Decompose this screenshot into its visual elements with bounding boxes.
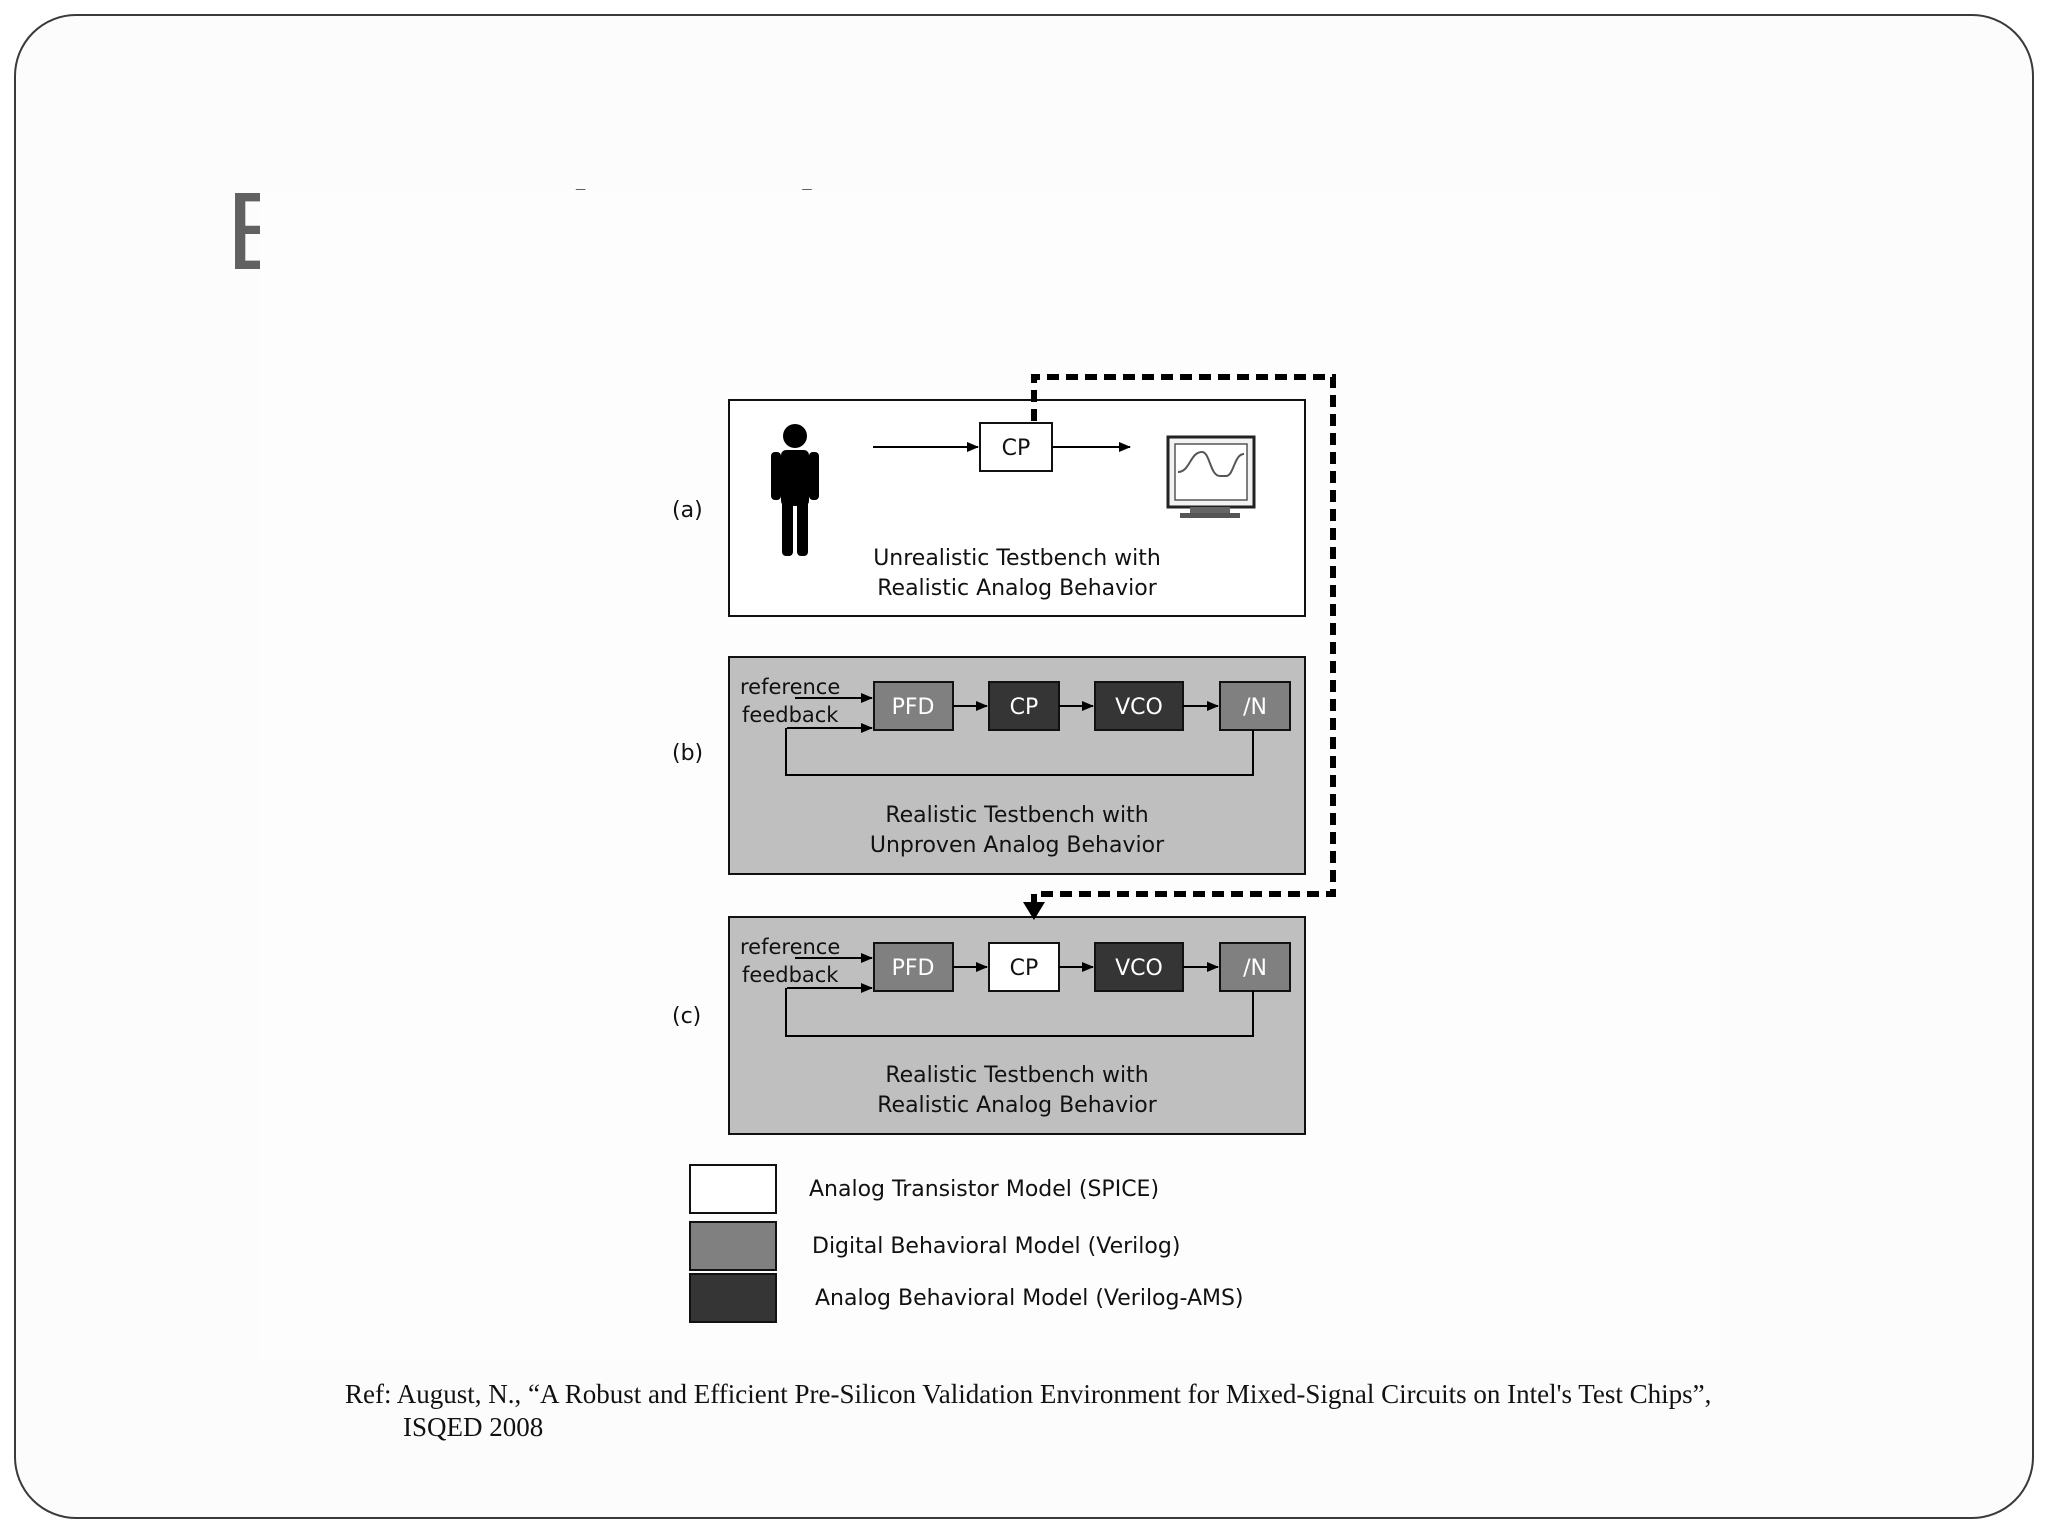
panel-c-feedback-label: feedback [742, 963, 839, 987]
panel-a-caption-line1: Unrealistic Testbench with [873, 546, 1161, 571]
reference-citation: Ref: August, N., “A Robust and Efficient… [345, 1378, 1865, 1444]
panel-b-caption-line2: Unproven Analog Behavior [870, 833, 1165, 858]
reference-line1: Ref: August, N., “A Robust and Efficient… [345, 1379, 1712, 1409]
panel-a-label: (a) [672, 498, 703, 523]
person-icon [771, 424, 819, 556]
cp-substitution-dashed-path [1031, 374, 1336, 902]
legend-label-spice: Analog Transistor Model (SPICE) [809, 1177, 1159, 1202]
panel-b-vco-block [1094, 681, 1184, 731]
panel-c-pfd-block [873, 942, 954, 992]
panel-b-reference-label: reference [740, 675, 840, 699]
panel-c-n-label: /N [1243, 956, 1267, 981]
panel-c-pfd-label: PFD [892, 956, 935, 981]
pll-figure: (a) CP Unrealistic Testbench with Realis… [260, 190, 1720, 1360]
panel-c-vco-block [1094, 942, 1184, 992]
panel-b-vco-label: VCO [1115, 695, 1163, 720]
panel-b-pfd-label: PFD [892, 695, 935, 720]
panel-c-cp-label: CP [1010, 956, 1039, 981]
legend-swatch-verilog [689, 1221, 777, 1271]
pll-diagram: (a) CP Unrealistic Testbench with Realis… [672, 374, 1336, 1323]
panel-c-vco-label: VCO [1115, 956, 1163, 981]
panel-c-feedback-loop [785, 988, 1254, 1037]
panel-b-feedback-label: feedback [742, 703, 839, 727]
panel-b-label: (b) [672, 741, 703, 766]
monitor-icon [1166, 435, 1256, 518]
panel-c-cp-block [988, 942, 1060, 992]
reference-line2: ISQED 2008 [403, 1412, 544, 1442]
panel-b-cp-label: CP [1010, 695, 1039, 720]
panel-c-n-block [1219, 942, 1291, 992]
panel-b-n-label: /N [1243, 695, 1267, 720]
legend-label-verilog: Digital Behavioral Model (Verilog) [812, 1234, 1180, 1259]
panel-c-caption-line2: Realistic Analog Behavior [877, 1093, 1157, 1118]
panel-a-caption-line2: Realistic Analog Behavior [877, 576, 1157, 601]
panel-b-feedback-loop [785, 728, 1254, 776]
legend-label-verilog-ams: Analog Behavioral Model (Verilog-AMS) [815, 1286, 1244, 1311]
panel-c-reference-label: reference [740, 935, 840, 959]
panel-c-label: (c) [672, 1004, 701, 1029]
panel-a-cp-label: CP [1002, 436, 1031, 461]
legend-swatch-spice [689, 1164, 777, 1214]
panel-b-caption-line1: Realistic Testbench with [885, 803, 1148, 828]
panel-c-caption-line1: Realistic Testbench with [885, 1063, 1148, 1088]
panel-b-n-block [1219, 681, 1291, 731]
cp-substitution-arrowhead [1023, 902, 1045, 920]
legend-swatch-verilog-ams [689, 1273, 777, 1323]
